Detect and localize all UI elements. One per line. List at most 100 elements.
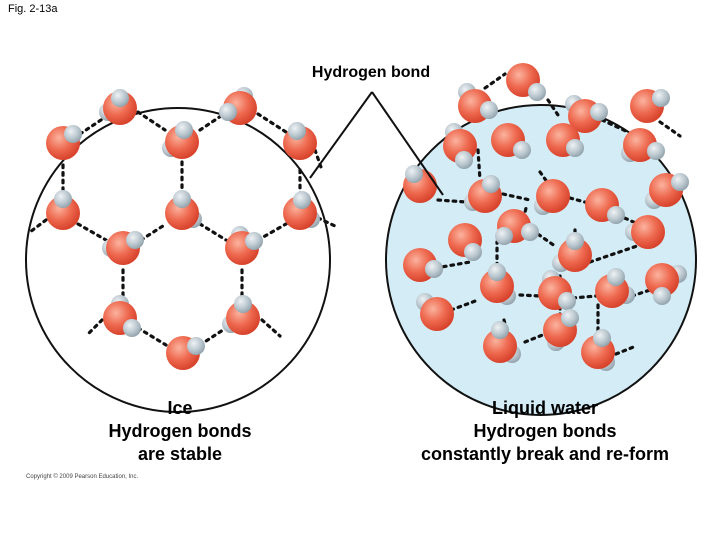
hydrogen-atom [488,263,506,281]
hydrogen-bond [571,294,598,300]
hydrogen-atom [521,223,539,241]
hydrogen-bond [256,222,288,242]
hydrogen-bond [523,332,547,344]
hydrogen-atom [607,206,625,224]
hydrogen-atom [566,232,584,250]
ice-water-molecule-7 [165,190,202,230]
hydrogen-atom [126,231,144,249]
hydrogen-bond [434,260,472,270]
liquid-water-molecule-18 [403,248,443,282]
pointer-line-left [309,91,373,179]
hydrogen-atom [234,295,252,313]
hydrogen-bond [76,222,108,242]
hydrogen-atom [111,89,129,107]
hydrogen-bond [139,222,168,242]
ice-water-molecule-8 [283,191,320,230]
hydrogen-atom [405,165,423,183]
liquid-water-molecule-16 [552,232,592,272]
hydrogen-bond [316,216,337,228]
oxygen-atom [226,301,260,335]
hydrogen-bond-label: Hydrogen bond [311,64,431,81]
hydrogen-atom [528,83,546,101]
liquid-water-molecule-13 [645,173,689,209]
ice-caption: Ice Hydrogen bonds are stable [60,397,300,466]
hydrogen-bond [546,98,562,120]
ice-water-molecule-4 [162,121,199,159]
liquid-water-molecule-26 [581,329,615,371]
oxygen-atom [558,238,592,272]
oxygen-atom [480,269,514,303]
ice-water-molecule-5 [283,122,317,160]
hydrogen-atom [288,122,306,140]
water-caption-line-1: Liquid water [491,398,598,418]
ice-water-molecule-10 [225,226,263,265]
figure-label: Fig. 2-13a [8,3,58,15]
hydrogen-atom [495,227,513,245]
liquid-water-molecule-7 [443,123,477,169]
oxygen-atom [483,329,517,363]
hydrogen-bond [198,112,226,132]
hydrogen-bond [78,116,106,136]
hydrogen-atom [173,190,191,208]
liquid-water-molecule-10 [464,175,502,213]
hydrogen-atom [425,260,443,278]
liquid-water-molecule-1 [458,83,498,123]
water-caption-line-2: Hydrogen bonds [473,421,617,441]
hydrogen-atom [593,329,611,347]
liquid-water-molecule-8 [621,128,665,162]
liquid-water-molecule-9 [403,165,437,203]
ice-caption-line-2: Hydrogen bonds [108,421,252,441]
ice-water-molecule-1 [99,89,137,125]
liquid-water-molecule-12 [585,188,625,224]
hydrogen-atom [561,309,579,327]
hydrogen-atom [64,125,82,143]
hydrogen-atom [293,191,311,209]
hydrogen-atom [175,121,193,139]
liquid-water-molecule-24 [543,309,579,351]
water-caption: Liquid water Hydrogen bonds constantly b… [385,397,705,466]
hydrogen-atom [671,173,689,191]
liquid-water-molecule-11 [534,179,570,215]
hydrogen-atom [464,243,482,261]
hydrogen-bond [136,110,167,132]
oxygen-atom [645,263,679,297]
hydrogen-atom [491,321,509,339]
ice-water-molecule-2 [219,87,257,125]
liquid-water-molecule-4 [630,89,670,123]
liquid-water-molecule-23 [416,293,454,331]
hydrogen-bond [313,148,324,172]
hydrogen-atom [607,268,625,286]
hydrogen-atom [245,232,263,250]
oxygen-atom [165,196,199,230]
hydrogen-atom [455,151,473,169]
liquid-water-molecule-19 [480,263,516,305]
water-molecules [403,63,689,371]
hydrogen-bond [449,298,480,312]
ice-water-molecule-9 [102,231,144,265]
hydrogen-bond [28,218,48,234]
hydrogen-atom [652,89,670,107]
ice-caption-line-1: Ice [167,398,193,418]
hydrogen-bond [436,198,468,204]
hydrogen-atom [653,287,671,305]
liquid-water-molecule-3 [565,95,608,133]
liquid-water-molecule-5 [491,123,531,159]
hydrogen-atom [54,190,72,208]
hydrogen-bond [600,118,630,134]
hydrogen-bond [483,72,507,90]
hydrogen-atom [590,103,608,121]
hydrogen-atom [219,103,237,121]
liquid-water-molecule-21 [595,268,635,308]
copyright-text: Copyright © 2009 Pearson Education, Inc. [26,474,139,480]
oxygen-atom [46,196,80,230]
ice-water-molecule-13 [166,336,205,370]
ice-panel [25,107,331,413]
ice-molecules [46,87,320,370]
hydrogen-bond [518,293,542,298]
hydrogen-bond [256,112,288,134]
hydrogen-atom [558,292,576,310]
liquid-water-molecule-6 [546,123,584,157]
ice-caption-line-3: are stable [137,444,223,464]
hydrogen-bond [260,318,282,338]
